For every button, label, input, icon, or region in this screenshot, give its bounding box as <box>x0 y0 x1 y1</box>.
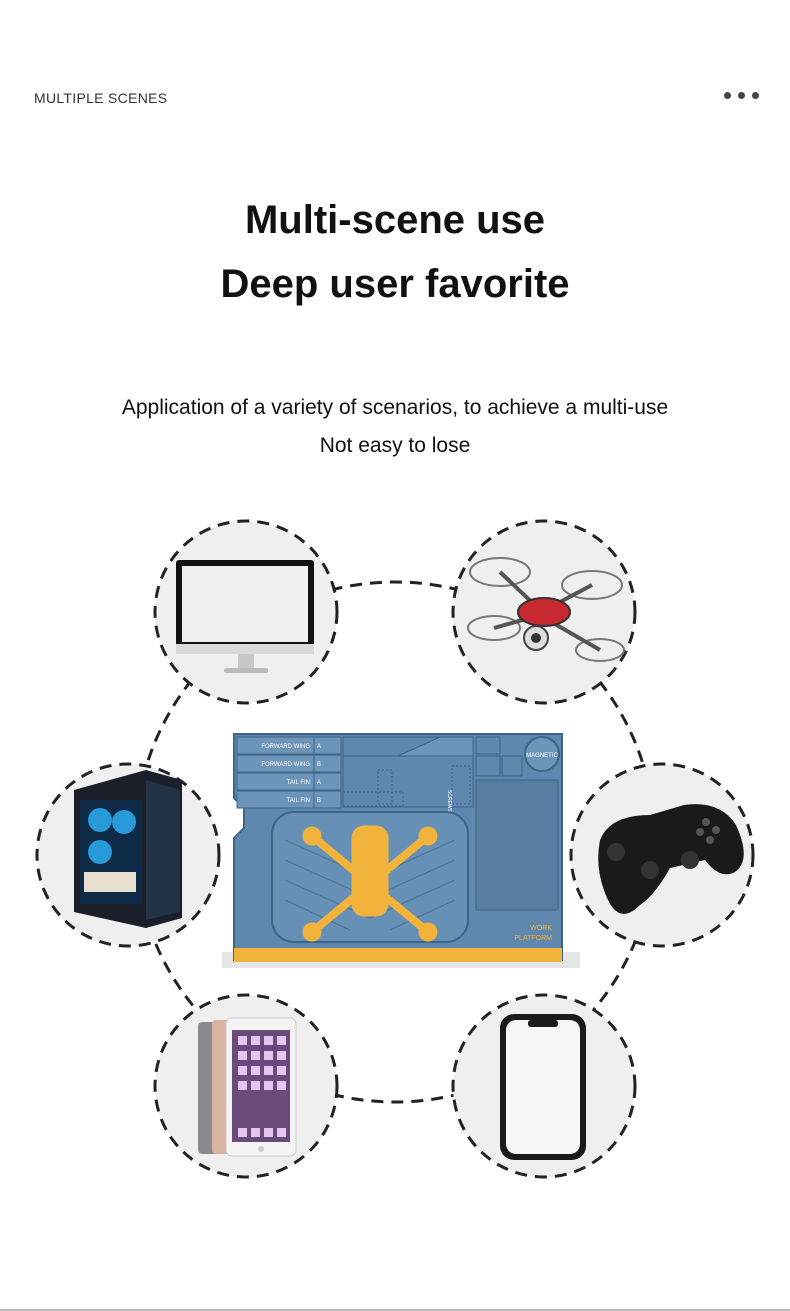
mat-row-code: A <box>317 744 321 750</box>
scene-illustration: FORWARD WING A FORWARD WING B TAIL FIN A… <box>35 519 755 1179</box>
mat-row-label: FORWARD WING <box>261 762 310 768</box>
headline-line-1: Multi-scene use <box>244 198 546 242</box>
gamepad-icon <box>598 804 744 914</box>
drone-silhouette <box>302 825 438 942</box>
scene-drone <box>451 519 637 705</box>
scene-monitor <box>153 519 339 705</box>
platform-label-2: PLATFORM <box>514 935 552 942</box>
monitor-icon <box>176 560 314 673</box>
scene-pc-case <box>35 762 221 948</box>
platform-label-1: WORK <box>530 925 552 932</box>
pc-case-icon <box>74 770 182 928</box>
scene-gamepad <box>569 762 755 948</box>
magnetic-work-mat: FORWARD WING A FORWARD WING B TAIL FIN A… <box>222 733 580 968</box>
drone-icon <box>467 557 625 662</box>
subtitle-line-1: Application of a variety of scenarios, t… <box>121 396 669 419</box>
mat-row-label: TAIL FIN <box>287 798 310 804</box>
mat-label-rows: FORWARD WING A FORWARD WING B TAIL FIN A… <box>236 736 342 809</box>
phone-icon <box>500 1014 586 1160</box>
magnetic-label: MAGNETIC <box>526 753 558 759</box>
scene-tablet <box>153 993 339 1179</box>
more-dots-icon[interactable] <box>724 92 764 102</box>
mat-row-code: B <box>317 762 321 768</box>
mat-row-code: A <box>317 780 321 786</box>
subtitle-line-2: Not easy to lose <box>319 434 471 457</box>
mat-row-label: FORWARD WING <box>261 744 310 750</box>
screws-label: SCREWS <box>446 790 452 813</box>
mat-row-label: TAIL FIN <box>287 780 310 786</box>
scene-phone <box>451 993 637 1179</box>
bottom-divider <box>0 1309 790 1311</box>
mat-row-code: B <box>317 798 321 804</box>
section-label: MULTIPLE SCENES <box>34 90 168 106</box>
headline-line-2: Deep user favorite <box>220 262 570 306</box>
tablet-icon <box>198 1017 297 1157</box>
